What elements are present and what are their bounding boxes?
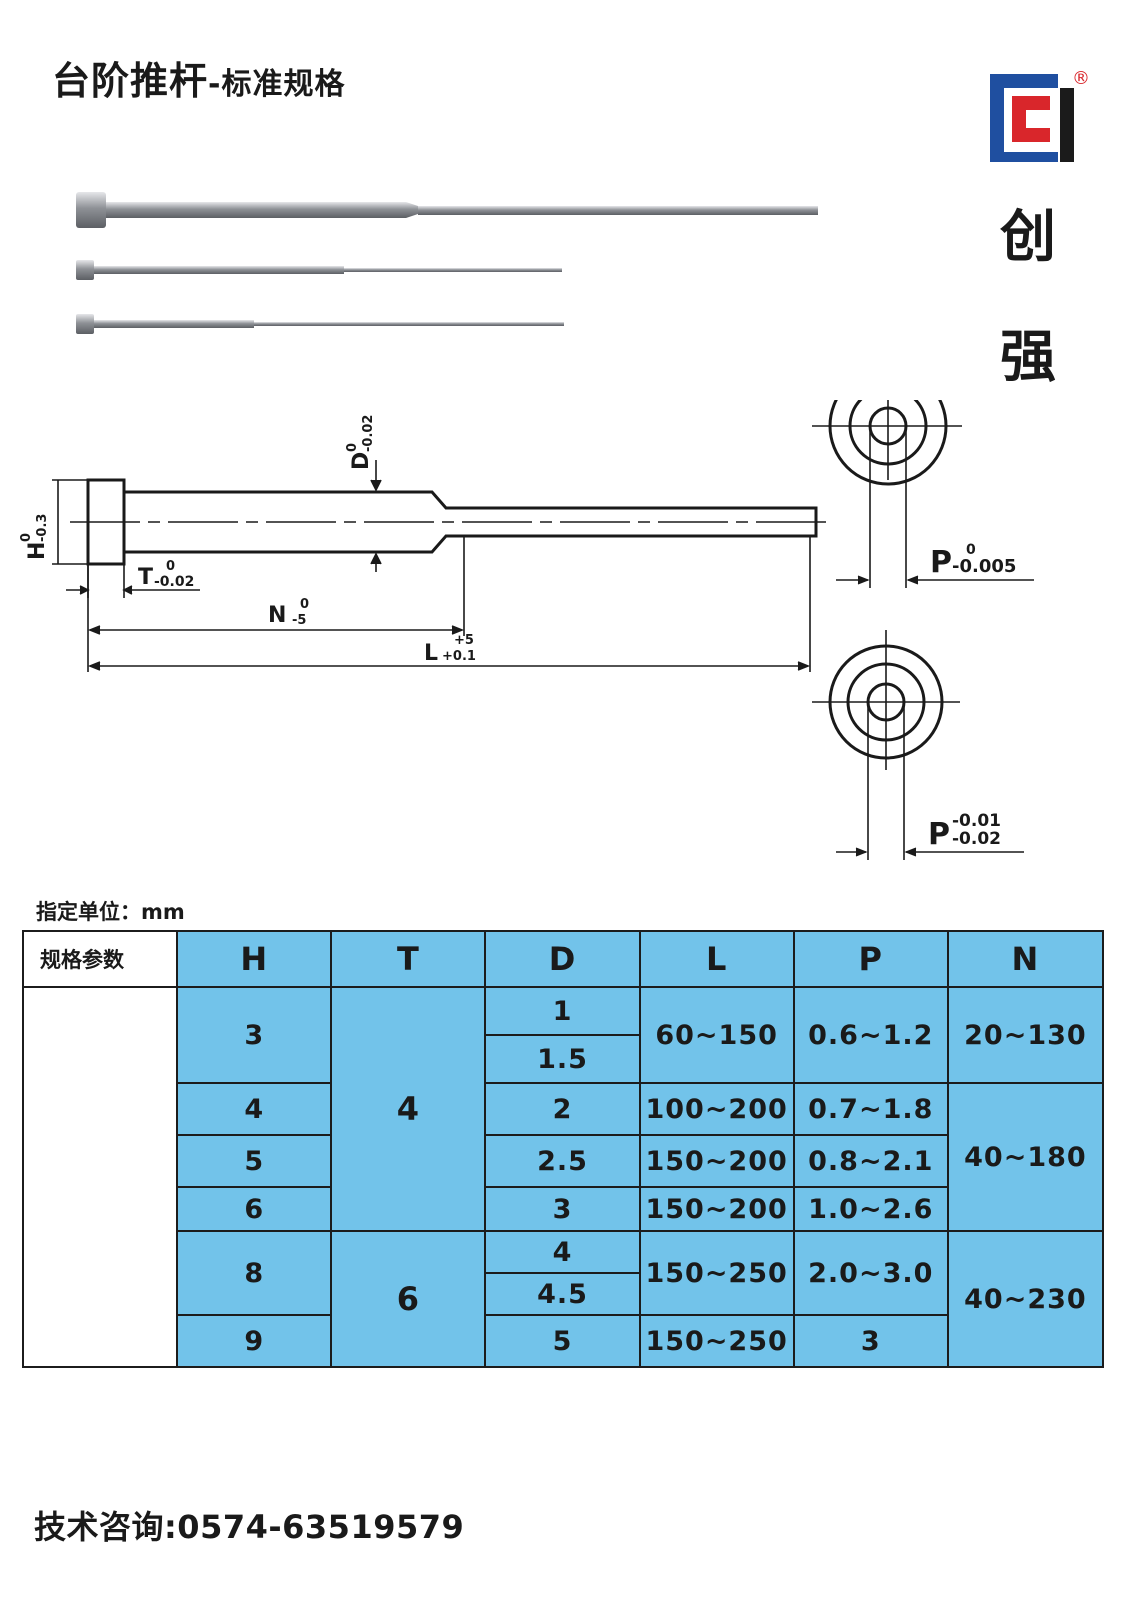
cell-H: 3 <box>176 986 333 1084</box>
header-T: T <box>330 930 487 988</box>
table-row: 5 2.5 150~200 0.8~2.1 <box>23 1134 1103 1188</box>
header-H: H <box>176 930 333 988</box>
title-sub: -标准规格 <box>208 67 346 102</box>
label-D: D <box>349 452 374 470</box>
cell-D: 4.5 <box>484 1272 641 1316</box>
cell-N: 40~180 <box>946 1082 1105 1232</box>
label-P1: P <box>930 545 952 580</box>
cell-D: 2.5 <box>484 1134 641 1188</box>
cell-N: 40~230 <box>946 1230 1105 1368</box>
label-P2-tol-up: -0.01 <box>952 811 1001 831</box>
label-P2-tol-low: -0.02 <box>952 829 1001 849</box>
label-N-tol: -5 <box>292 613 306 628</box>
dim-L <box>87 536 811 672</box>
cell-D: 3 <box>484 1186 641 1232</box>
cell-P: 2.0~3.0 <box>792 1230 949 1316</box>
unit-note: 指定单位：mm <box>36 900 185 924</box>
dim-N <box>87 536 465 672</box>
table-row: 1.5 <box>23 1034 1103 1084</box>
registered-mark: ® <box>1072 68 1090 89</box>
cell-L: 150~250 <box>638 1230 795 1316</box>
header-P: P <box>792 930 949 988</box>
dim-H <box>52 479 88 565</box>
table-row: 4 2 100~200 0.7~1.8 40~180 <box>23 1082 1105 1232</box>
section-view-2 <box>812 630 1024 860</box>
cell-D: 2 <box>484 1082 641 1136</box>
label-L: L <box>424 641 438 666</box>
label-D-zero: 0 <box>345 443 360 452</box>
label-P2: P <box>928 817 950 852</box>
label-N: N <box>268 603 286 628</box>
header-D: D <box>484 930 641 988</box>
table-row: 6 3 150~200 1.0~2.6 <box>23 1186 1103 1232</box>
cell-H: 8 <box>176 1230 333 1316</box>
page-title: 台阶推杆-标准规格 <box>52 50 345 105</box>
label-H: H <box>25 542 50 560</box>
cell-L: 60~150 <box>638 986 795 1084</box>
cell-P: 0.8~2.1 <box>792 1134 949 1188</box>
cell-D: 5 <box>484 1314 641 1368</box>
pin-small-1 <box>76 260 562 280</box>
ejector-pins-photo <box>76 192 818 334</box>
logo-blue-frame <box>990 74 1058 162</box>
label-H-tol: -0.3 <box>35 514 50 542</box>
cell-P: 0.6~1.2 <box>792 986 949 1084</box>
label-T: T <box>138 565 153 590</box>
blank-cell <box>21 986 179 1368</box>
brand-char-2: 强 <box>1000 325 1056 390</box>
cell-L: 150~200 <box>638 1186 795 1232</box>
table-row: 9 5 150~250 3 <box>23 1314 1103 1368</box>
label-N-zero: 0 <box>300 597 309 612</box>
brand-char-1: 创 <box>1000 205 1056 270</box>
table-header-row: 规格参数 H T D L P N <box>21 930 1105 988</box>
cell-P: 0.7~1.8 <box>792 1082 949 1136</box>
label-P1-tol: -0.005 <box>952 556 1016 577</box>
row-label: 规格参数 <box>21 930 179 988</box>
section-view-1 <box>812 400 1034 588</box>
cell-H: 9 <box>176 1314 333 1368</box>
cell-T: 6 <box>330 1230 487 1368</box>
pin-large <box>76 192 818 228</box>
header-N: N <box>946 930 1105 988</box>
label-T-zero: 0 <box>166 559 175 574</box>
header-L: L <box>638 930 795 988</box>
cell-L: 100~200 <box>638 1082 795 1136</box>
label-H-zero: 0 <box>19 533 34 542</box>
dim-D <box>370 460 382 572</box>
cell-P: 3 <box>792 1314 949 1368</box>
label-L-tol-up: +5 <box>454 633 474 648</box>
cell-H: 5 <box>176 1134 333 1188</box>
cell-D: 1.5 <box>484 1034 641 1084</box>
table-row: 8 6 4 150~250 2.0~3.0 40~230 <box>23 1230 1105 1368</box>
logo-dark-bar <box>1060 88 1074 162</box>
label-D-tol: -0.02 <box>361 415 376 452</box>
cell-H: 4 <box>176 1082 333 1136</box>
label-L-tol-low: +0.1 <box>442 649 476 664</box>
table-row: 3 4 1 60~150 0.6~1.2 20~130 <box>21 986 1105 1368</box>
title-main: 台阶推杆 <box>52 59 209 103</box>
cell-T: 4 <box>330 986 487 1232</box>
cell-L: 150~200 <box>638 1134 795 1188</box>
table-row: 4.5 <box>23 1272 1103 1316</box>
cell-D: 4 <box>484 1230 641 1274</box>
logo-red-mark <box>1012 96 1050 142</box>
dim-D-text: D -0.02 0 <box>345 415 376 470</box>
contact-info: 技术咨询:0574-63519579 <box>34 1508 465 1546</box>
cell-H: 6 <box>176 1186 333 1232</box>
dim-H-text: H -0.3 0 <box>19 514 50 560</box>
brand-logo: ® <box>990 68 1090 162</box>
label-P1-zero: 0 <box>966 542 976 558</box>
pin-small-2 <box>76 314 564 334</box>
cell-N: 20~130 <box>946 986 1105 1084</box>
cell-D: 1 <box>484 986 641 1036</box>
cell-L: 150~250 <box>638 1314 795 1368</box>
cell-P: 1.0~2.6 <box>792 1186 949 1232</box>
technical-drawing: H -0.3 0 D -0.02 0 T 0 -0.02 N 0 -5 <box>19 400 1034 860</box>
spec-table: 规格参数 H T D L P N 3 4 1 60~150 0.6~1.2 20… <box>21 930 1105 1368</box>
label-T-tol: -0.02 <box>154 574 194 590</box>
